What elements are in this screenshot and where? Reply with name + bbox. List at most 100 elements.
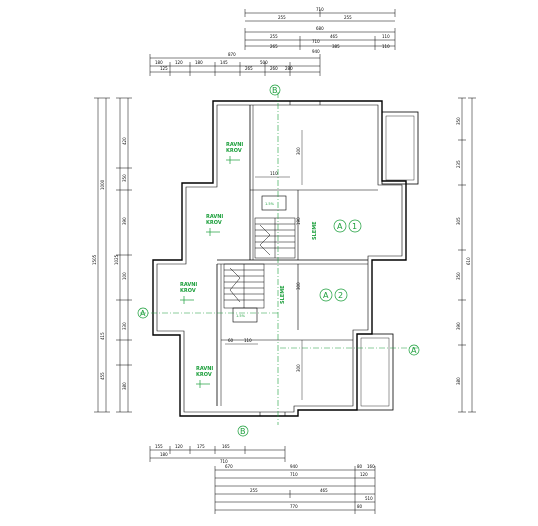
bottom-dimension-values: 155 120 175 165 180 710 670 940 80 160 7… (155, 444, 375, 509)
dim-text: 415 (100, 332, 105, 340)
unit-a2-letter: A (323, 291, 329, 300)
dim-text: 710 (220, 459, 228, 464)
top-dimension-values: 710 255 255 680 255 465 110 710 265 385 … (155, 7, 390, 71)
dim-text: 120 (175, 60, 183, 65)
dim-text: 380 (456, 377, 461, 385)
dim-text: 670 (225, 464, 233, 469)
dim-text: 300 (296, 282, 301, 290)
shaft-boxes (232, 195, 287, 323)
dim-text: 100 (122, 272, 127, 280)
section-b-bottom-label: B (240, 427, 246, 436)
dim-text: 500 (260, 60, 268, 65)
dim-text: 455 (100, 372, 105, 380)
inner-dimension-lines (225, 130, 303, 400)
dim-text: 1505 (92, 254, 97, 265)
dim-text: 80 (357, 504, 363, 509)
dim-text: 280 (285, 66, 293, 71)
dim-text: 770 (290, 504, 298, 509)
unit-a1-letter: A (337, 222, 343, 231)
dim-text: 265 (245, 66, 253, 71)
dim-text: 1000 (100, 179, 105, 190)
dim-text: 300 (296, 364, 301, 372)
roof-title: RAVNI (206, 214, 223, 220)
dim-text: 80 (357, 464, 363, 469)
left-dimension-chains (94, 97, 132, 413)
dim-text: 1025 (114, 254, 119, 265)
right-dimension-chains (458, 97, 476, 413)
dim-text: 390 (122, 217, 127, 225)
left-dimension-values: 1505 455 1025 420 350 390 100 1000 330 4… (92, 137, 127, 390)
roof-title: RAVNI (180, 282, 197, 288)
dim-text: 175 (197, 444, 205, 449)
section-markers (137, 84, 420, 437)
building-walls (152, 100, 419, 417)
section-a-left-label: A (140, 309, 146, 318)
dim-text: 155 (155, 444, 163, 449)
dim-text: 940 (312, 49, 320, 54)
dim-text: 710 (312, 39, 320, 44)
dim-text: 510 (365, 496, 373, 501)
dim-text: 180 (155, 60, 163, 65)
dim-text: 110 (382, 34, 390, 39)
dim-text: 180 (160, 452, 168, 457)
dim-text: 710 (290, 472, 298, 477)
section-a-right-label: A (411, 346, 417, 355)
dim-text: 300 (296, 147, 301, 155)
dim-text: 120 (175, 444, 183, 449)
lower-staircase (223, 263, 265, 309)
dim-text: 610 (466, 257, 471, 265)
dim-text: 255 (270, 34, 278, 39)
ridge-label-lower: SLEME (280, 285, 286, 304)
dim-text: 350 (122, 174, 127, 182)
dim-text: 255 (278, 15, 286, 20)
top-dimension-chains (149, 9, 396, 76)
dim-text: 940 (290, 464, 298, 469)
section-lines (140, 92, 420, 425)
dim-text: 110 (382, 44, 390, 49)
dim-text: 190 (296, 217, 301, 225)
dim-text: 255 (250, 488, 258, 493)
dim-text: 160 (367, 464, 375, 469)
dim-text: 260 (270, 66, 278, 71)
dim-text: 120 (360, 472, 368, 477)
dim-text: 710 (316, 7, 324, 12)
dim-text: 330 (122, 322, 127, 330)
roof-subtitle: KROV (180, 288, 196, 294)
upper-staircase (254, 217, 296, 259)
unit-marker-a1 (333, 219, 362, 233)
unit-marker-a2 (319, 288, 348, 302)
svg-text:1.5%: 1.5% (265, 202, 275, 206)
dim-text: 165 (222, 444, 230, 449)
dim-text: 465 (320, 488, 328, 493)
roof-label-3: RAVNI KROV (180, 282, 197, 304)
unit-a2-number: 2 (338, 291, 343, 300)
svg-text:1.5%: 1.5% (236, 314, 246, 318)
dim-text: 350 (456, 272, 461, 280)
dim-text: 180 (195, 60, 203, 65)
dim-text: 145 (220, 60, 228, 65)
roof-label-2: RAVNI KROV (206, 214, 223, 236)
roof-subtitle: KROV (206, 220, 222, 226)
dim-text: 380 (122, 382, 127, 390)
section-b-top-label: B (272, 86, 278, 95)
dim-text: 125 (160, 66, 168, 71)
dim-text: 385 (332, 44, 340, 49)
dim-text: 390 (456, 322, 461, 330)
dim-text: 60 (228, 338, 234, 343)
right-dimension-values: 350 235 305 350 390 380 610 (456, 117, 471, 385)
roof-title: RAVNI (196, 366, 213, 372)
inner-dimension-values: 300 110 190 300 60 110 300 (228, 147, 301, 372)
unit-a1-number: 1 (352, 222, 357, 231)
roof-title: RAVNI (226, 142, 243, 148)
dim-text: 305 (456, 217, 461, 225)
dim-text: 265 (270, 44, 278, 49)
shaft-box-text: 1.5% 1.5% (236, 202, 275, 318)
dim-text: 255 (344, 15, 352, 20)
dim-text: 235 (456, 160, 461, 168)
bottom-dimension-chains (149, 446, 376, 514)
roof-subtitle: KROV (226, 148, 242, 154)
roof-subtitle: KROV (196, 372, 212, 378)
dim-text: 870 (228, 52, 236, 57)
dim-text: 110 (270, 171, 278, 176)
